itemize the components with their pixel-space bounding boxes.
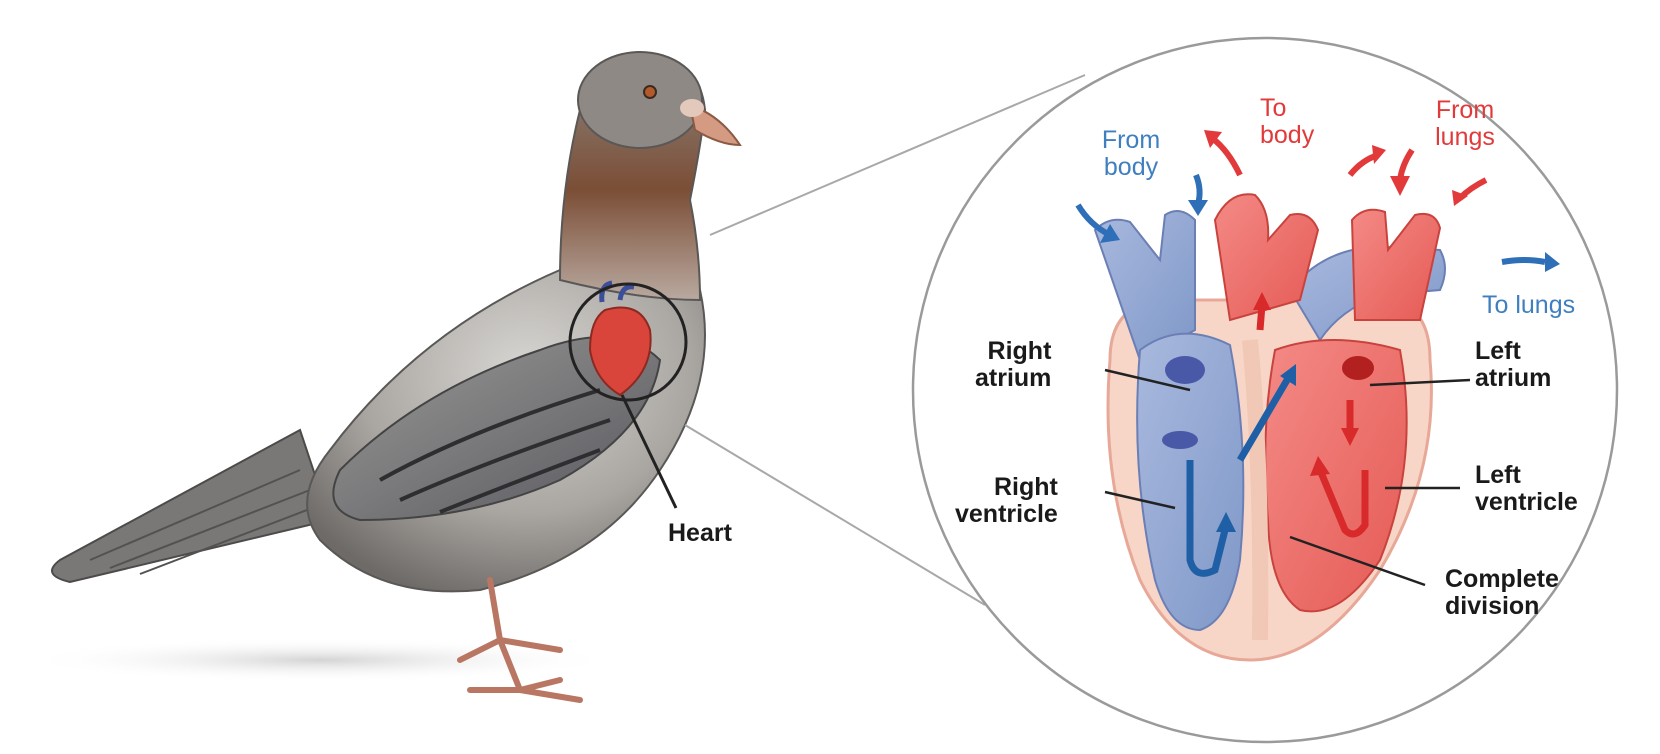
to-lungs-label: To lungs <box>1482 292 1575 319</box>
pigeon-illustration <box>20 52 740 700</box>
heart-label: Heart <box>668 520 732 547</box>
pigeon-legs <box>460 580 580 700</box>
left-ventricle-label: Left ventricle <box>1475 462 1578 516</box>
pigeon-head <box>578 52 702 148</box>
right-ventricle-label: Right ventricle <box>955 474 1058 528</box>
right-atrium-label: Right atrium <box>975 338 1051 392</box>
from-lungs-label: From lungs <box>1420 97 1510 151</box>
pigeon-eye <box>644 86 656 98</box>
from-body-label: From body <box>1088 127 1174 181</box>
to-body-label: To body <box>1260 95 1314 149</box>
left-atrium-label: Left atrium <box>1475 338 1551 392</box>
right-atrium-opening <box>1165 356 1205 384</box>
complete-division-label: Complete division <box>1445 566 1559 620</box>
